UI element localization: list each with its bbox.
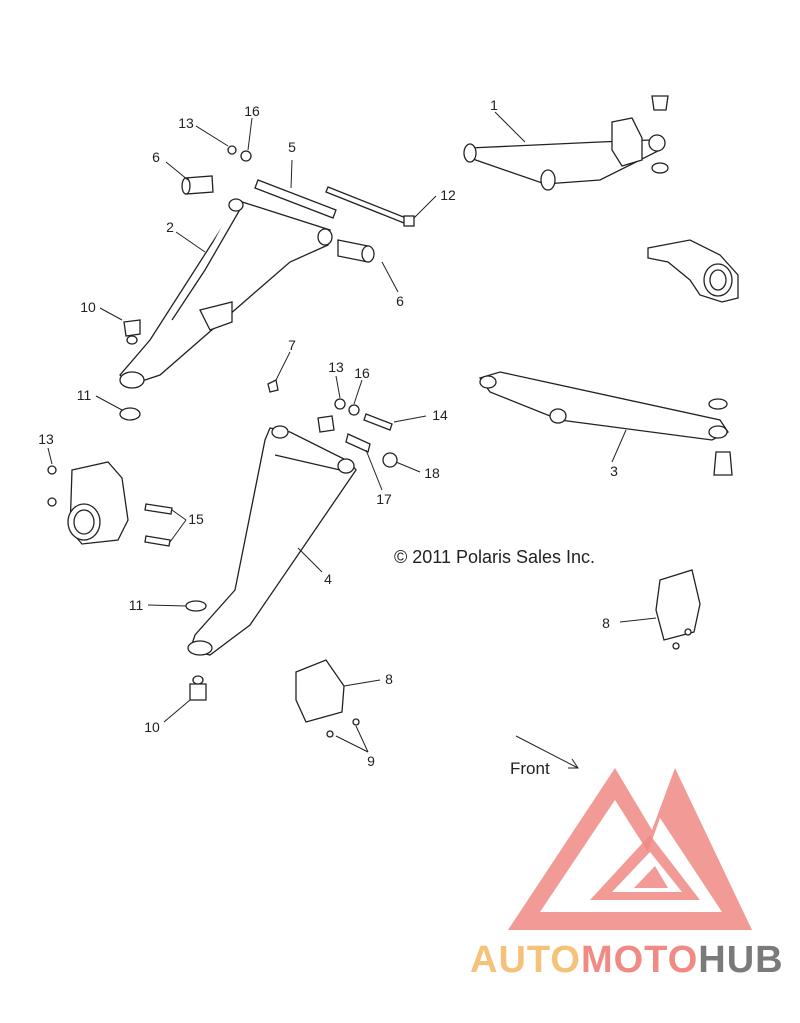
leader-lines: [47, 111, 657, 769]
copyright-text: © 2011 Polaris Sales Inc.: [394, 547, 595, 567]
part-bushing-small: [317, 415, 335, 433]
part-13-nut-mid: [334, 398, 346, 410]
callout-18: 18: [424, 465, 440, 481]
part-11-ring-top: [119, 407, 141, 421]
callout-14: 14: [432, 407, 448, 423]
part-2-upper-a-arm-left: [119, 198, 333, 389]
part-1-upper-a-arm-right: [463, 95, 669, 191]
part-screw-right-a: [684, 628, 692, 636]
callout-17: 17: [376, 491, 392, 507]
callout-16-top: 16: [244, 103, 260, 119]
automotohub-logo: [508, 768, 752, 930]
callout-13-top: 13: [178, 115, 194, 131]
part-12-long-bolt: [325, 186, 415, 227]
part-8-guard-right: [655, 569, 701, 641]
part-18-nut: [382, 452, 398, 468]
front-label: Front: [510, 759, 550, 778]
part-13-nut-left: [47, 465, 57, 475]
callout-12: 12: [440, 187, 456, 203]
part-14-bolt: [363, 413, 393, 431]
callout-6-mid: 6: [396, 293, 404, 309]
part-11-ring-bottom: [185, 600, 207, 612]
callout-15: 15: [188, 511, 204, 527]
part-16-washer-top: [240, 150, 252, 162]
callout-4: 4: [324, 571, 332, 587]
part-16-washer-mid: [348, 404, 360, 416]
callout-10-bottom: 10: [144, 719, 160, 735]
part-5-pivot-tube: [254, 179, 337, 219]
knuckle-left: [67, 461, 129, 545]
part-7-clip: [267, 379, 279, 393]
watermark-hub: HUB: [698, 939, 783, 981]
callout-10-top: 10: [80, 299, 96, 315]
callout-2: 2: [166, 219, 174, 235]
callout-6-top: 6: [152, 149, 160, 165]
part-15-bolt-a: [144, 503, 173, 515]
callout-11-bottom: 11: [129, 597, 144, 613]
part-10-ball-joint-bottom: [189, 675, 207, 701]
callout-9: 9: [367, 753, 375, 769]
part-9-screw-a: [326, 730, 334, 738]
knuckle-right: [647, 239, 739, 303]
part-screw-right-b: [672, 642, 680, 650]
callout-16-mid: 16: [354, 365, 370, 381]
part-15-bolt-b: [144, 535, 171, 547]
part-3-lower-arm-right: [478, 371, 733, 476]
callout-8-left: 8: [385, 671, 393, 687]
watermark-auto: AUTO: [470, 939, 581, 981]
watermark-text: AUTOMOTOHUB: [470, 939, 784, 981]
part-6-bushing-mid: [337, 239, 375, 263]
part-4-lower-a-arm-left: [187, 425, 357, 656]
watermark-moto: MOTO: [581, 939, 698, 981]
part-13-nut-top: [227, 145, 237, 155]
callout-5: 5: [288, 139, 296, 155]
callout-11-top: 11: [77, 387, 92, 403]
callout-13-left: 13: [38, 431, 54, 447]
callout-8-right: 8: [602, 615, 610, 631]
part-9-screw-b: [352, 718, 360, 726]
part-8-guard-left: [295, 659, 345, 723]
part-17-sleeve: [345, 433, 371, 453]
callout-7: 7: [288, 337, 296, 353]
callout-13-mid: 13: [328, 359, 344, 375]
part-10-ball-joint-top: [123, 319, 141, 345]
part-nut-left-2: [47, 497, 57, 507]
callout-3: 3: [610, 463, 618, 479]
callout-1: 1: [490, 97, 498, 113]
